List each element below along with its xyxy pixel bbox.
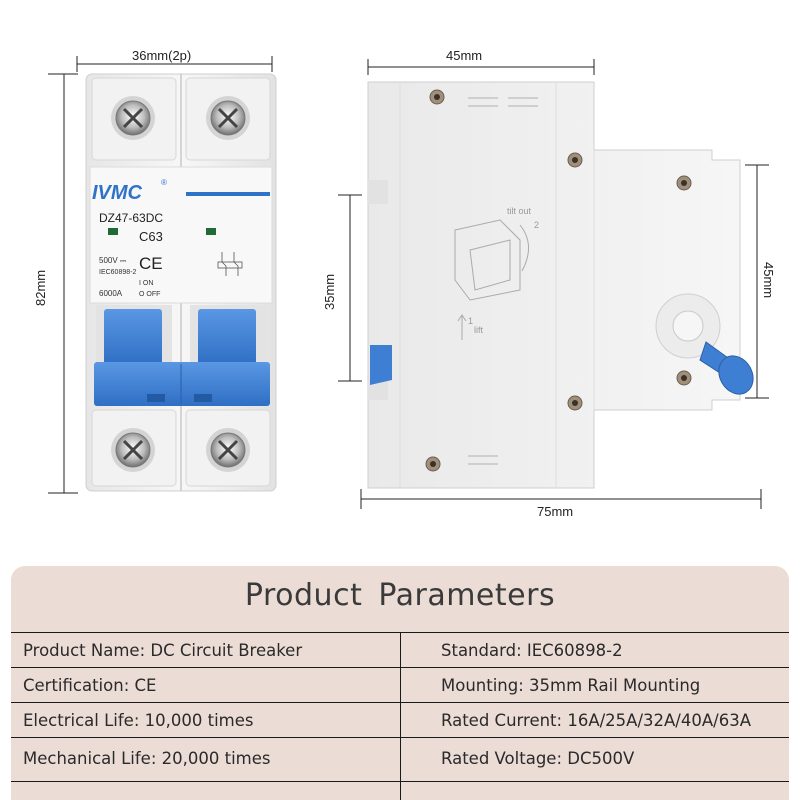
terminal-screw-icon <box>206 428 250 472</box>
registered-mark: ® <box>161 178 167 187</box>
side-bottom-width-label: 75mm <box>537 504 573 519</box>
terminal-screw-icon <box>111 428 155 472</box>
front-width-label: 36mm(2p) <box>132 48 191 63</box>
terminal-screw-icon <box>206 96 250 140</box>
param-mounting: Mounting: 35mm Rail Mounting <box>441 676 701 695</box>
breaking-capacity-label: 6000A <box>99 289 123 298</box>
side-right-height-label: 45mm <box>761 262 776 298</box>
front-height-label: 82mm <box>33 270 48 306</box>
product-drawing: IVMC ® DZ47-63DC C63 500V ⎓ CE IEC60898-… <box>33 48 776 519</box>
ce-mark: CE <box>139 254 163 273</box>
side-top-dimension <box>367 59 595 75</box>
param-rated-current: Rated Current: 16A/25A/32A/40A/63A <box>441 711 751 730</box>
side-right-dimension <box>745 164 769 399</box>
param-standard: Standard: IEC60898-2 <box>441 641 623 660</box>
tilt-label: tilt out <box>507 206 532 216</box>
lift-label: lift <box>474 325 483 335</box>
rating-label: C63 <box>139 229 163 244</box>
step-one-label: 1 <box>468 316 473 326</box>
model-label: DZ47-63DC <box>99 211 163 225</box>
parameters-panel: Product Parameters Product Name: DC Circ… <box>11 566 789 800</box>
on-label: I ON <box>139 280 153 287</box>
param-mechanical-life: Mechanical Life: 20,000 times <box>23 749 271 768</box>
table-row: Mechanical Life: 20,000 times Rated Volt… <box>11 737 789 800</box>
side-bottom-dimension <box>360 489 762 509</box>
side-left-dimension <box>338 194 362 382</box>
param-electrical-life: Electrical Life: 10,000 times <box>23 711 254 730</box>
brand-logo: IVMC <box>92 182 143 204</box>
front-height-dimension <box>48 73 78 494</box>
param-product-name: Product Name: DC Circuit Breaker <box>23 641 303 660</box>
side-top-width-label: 45mm <box>446 48 482 63</box>
parameters-title: Product Parameters <box>244 578 556 613</box>
param-certification: Certification: CE <box>23 676 157 695</box>
param-rated-voltage: Rated Voltage: DC500V <box>441 749 635 768</box>
off-label: O OFF <box>139 291 160 298</box>
standard-mark: IEC60898-2 <box>99 269 136 276</box>
breaker-front <box>85 73 277 492</box>
voltage-label: 500V ⎓ <box>99 256 127 265</box>
side-left-height-label: 35mm <box>322 274 337 310</box>
front-width-dimension <box>76 56 273 72</box>
step-two-label: 2 <box>534 220 539 230</box>
terminal-screw-icon <box>111 96 155 140</box>
table-column-divider <box>400 632 401 800</box>
breaker-side <box>367 81 754 489</box>
